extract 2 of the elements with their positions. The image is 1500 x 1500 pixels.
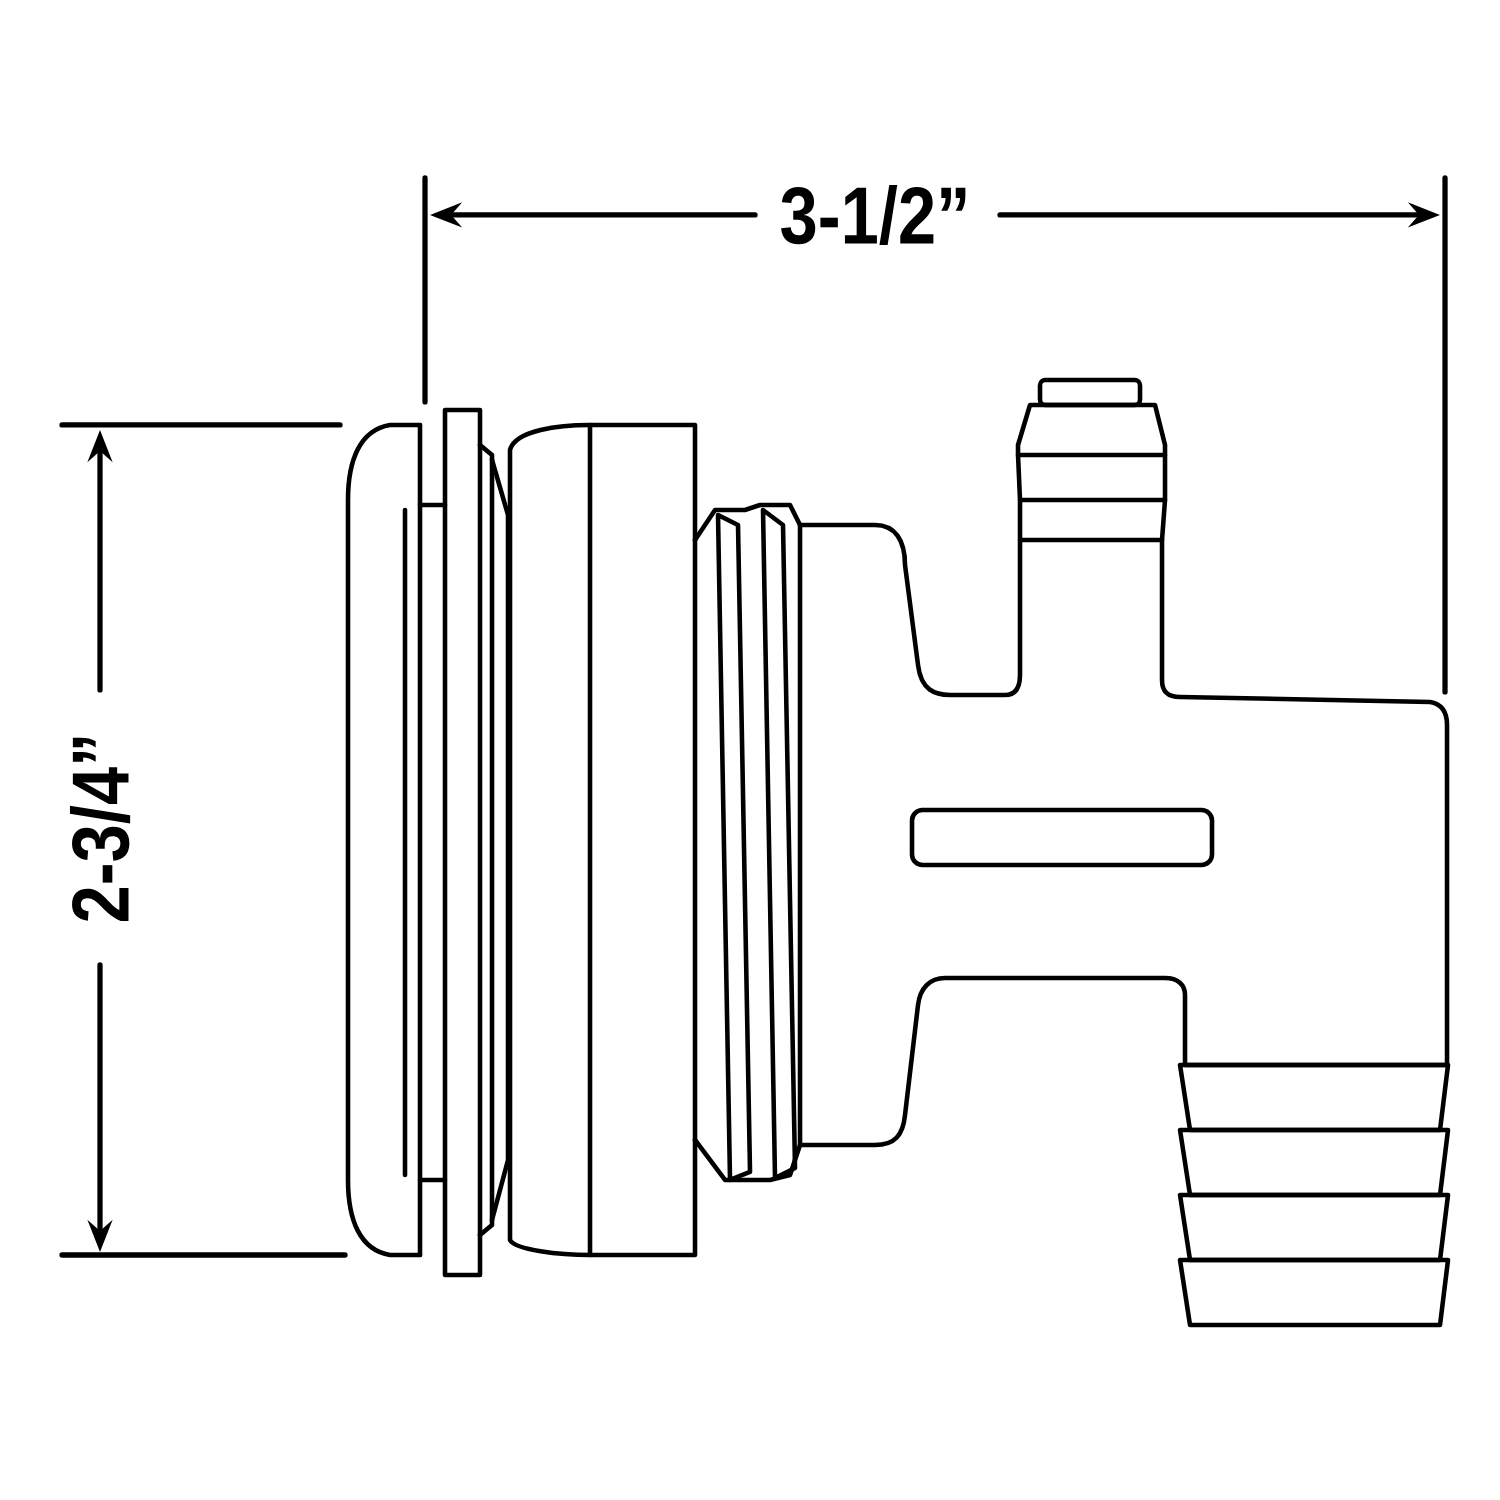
dimension-label: 3-1/2”	[781, 184, 966, 246]
dimension-label: 2-3/4”	[69, 737, 131, 922]
